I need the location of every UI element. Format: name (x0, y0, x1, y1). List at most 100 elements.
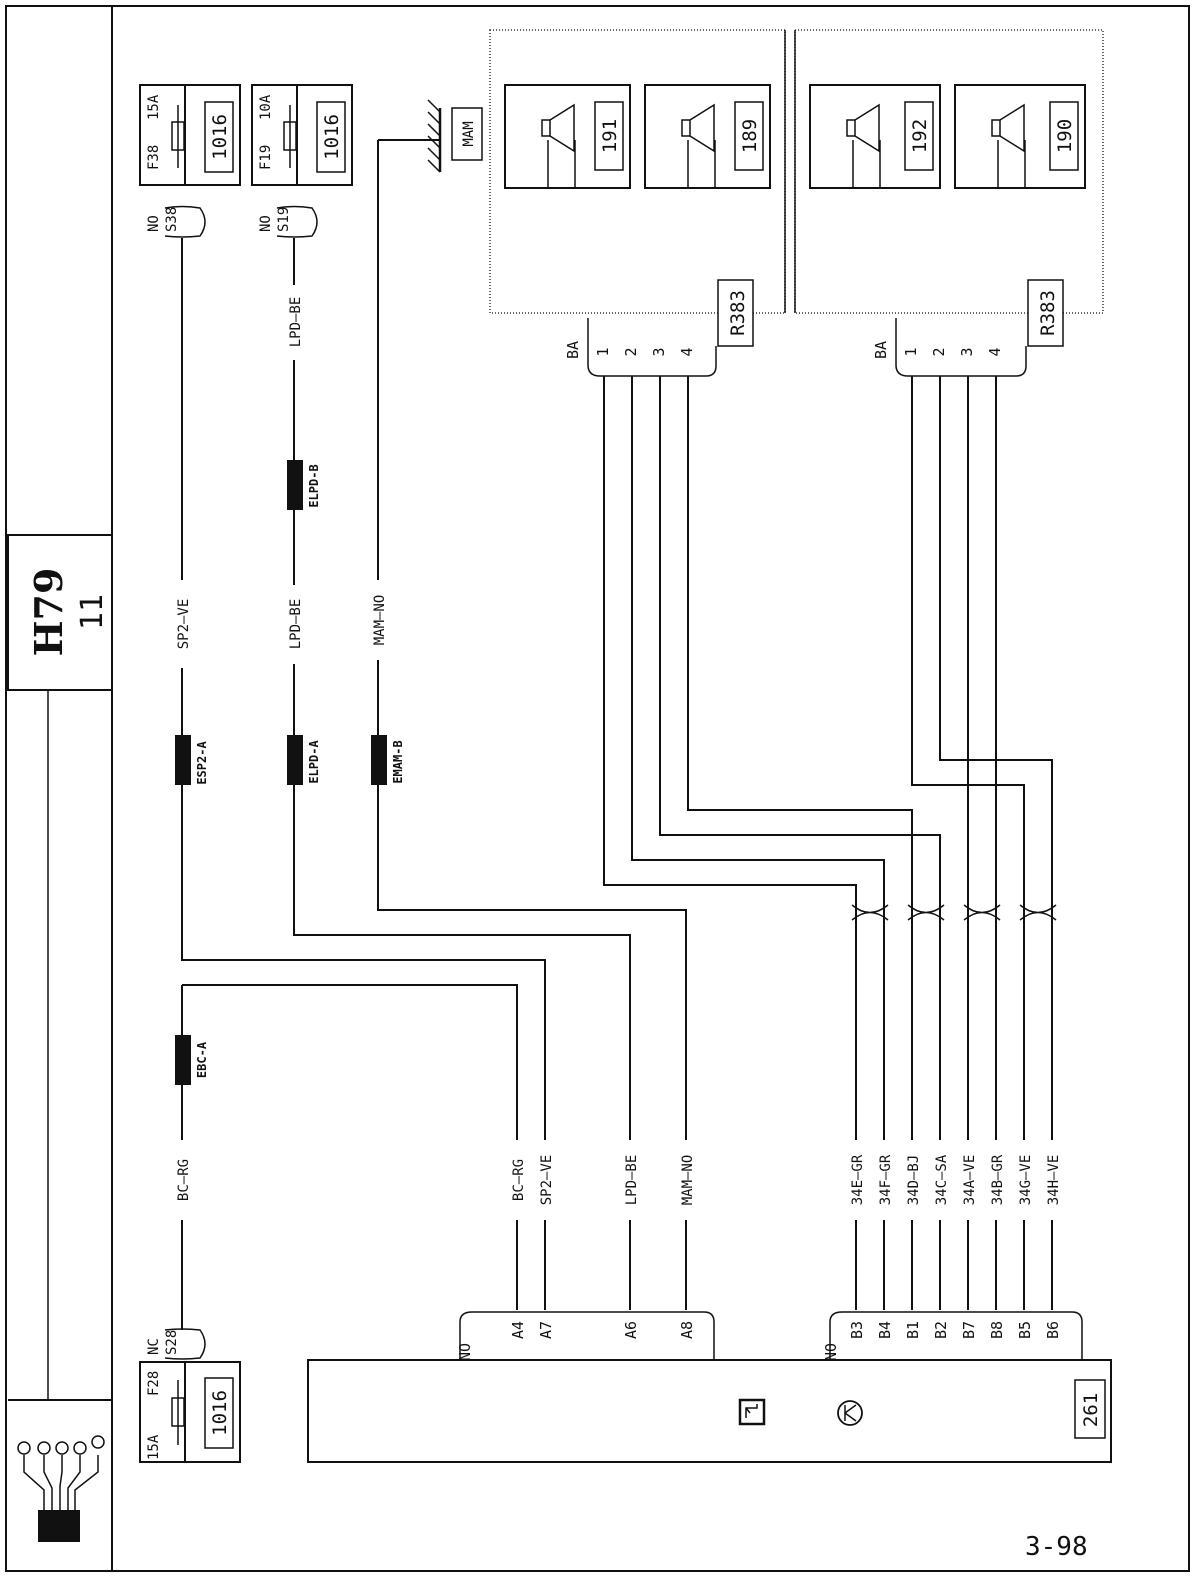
speaker-192-id: 192 (909, 119, 931, 153)
fuse-f28-id: F28 (146, 1371, 162, 1396)
connector-esp2-a-label: ESP2-A (195, 741, 209, 785)
svg-text:1: 1 (902, 347, 920, 356)
svg-text:34F—GR: 34F—GR (878, 1154, 894, 1205)
wire-mam-to-radio (377, 785, 687, 1140)
speaker-191-id: 191 (599, 119, 621, 153)
fuse-f38-splice: S38 (164, 207, 180, 232)
wire-label-lpd-top: LPD—BE (288, 297, 304, 348)
svg-text:B7: B7 (960, 1321, 978, 1339)
svg-text:34H—VE: 34H—VE (1046, 1155, 1062, 1206)
fuse-f19-wire: NO (258, 215, 274, 232)
svg-text:2: 2 (930, 347, 948, 356)
connector-elpd-a (287, 735, 303, 785)
fuse-f19: 1016 F19 10A NO S19 (251, 84, 353, 238)
speaker-module-left: 191 189 R383 BA 1 2 3 4 (489, 29, 786, 377)
ground-symbol: MAM (427, 99, 483, 173)
svg-text:34A—VE: 34A—VE (962, 1155, 978, 1206)
fuse-f38-box: 1016 (209, 114, 231, 160)
svg-text:B8: B8 (988, 1321, 1006, 1339)
svg-text:B4: B4 (876, 1321, 894, 1339)
fuse-f28-rating: 15A (146, 1434, 162, 1460)
connector-elpd-b (287, 460, 303, 510)
antenna-icon (837, 1400, 863, 1426)
radio-group-a-wire: NO (456, 1343, 474, 1361)
page-reference: 3-98 (1025, 1532, 1088, 1562)
harness-logo-icon (17, 1435, 105, 1542)
svg-text:LPD—BE: LPD—BE (624, 1155, 640, 1206)
fuse-f38-rating: 15A (146, 94, 162, 120)
fuse-f19-splice: S19 (276, 207, 292, 232)
plug-left-ref: R383 (727, 290, 749, 336)
svg-text:B6: B6 (1044, 1321, 1062, 1339)
radio-unit-261: NO A4 A7 A6 A8 NO B3 B4 B1 B2 B7 B8 B5 B… (307, 1311, 1112, 1463)
speaker-191-icon (541, 103, 576, 188)
wire-sp2-to-radio (181, 785, 546, 1140)
fuse-f19-id: F19 (258, 145, 274, 170)
wire-label-lpd-mid: LPD—BE (288, 599, 304, 650)
speaker-module-right: 192 190 R383 BA 1 2 3 4 (794, 29, 1104, 377)
wire-34e (603, 376, 857, 1140)
diagram-title: H79 (26, 568, 71, 657)
svg-text:B3: B3 (848, 1321, 866, 1339)
svg-text:A6: A6 (622, 1321, 640, 1339)
fuse-f19-box: 1016 (321, 114, 343, 160)
wire-label-mam-mid: MAM—NO (372, 595, 388, 646)
wire-lpd-to-radio (293, 785, 631, 1140)
svg-text:1: 1 (594, 347, 612, 356)
title-block: H79 11 (7, 534, 113, 1401)
wire-34c (659, 376, 941, 1140)
wire-bc-to-radio (182, 984, 518, 1140)
wire-34f (631, 376, 885, 1140)
svg-text:34B—GR: 34B—GR (990, 1154, 1006, 1205)
svg-text:34C—SA: 34C—SA (934, 1154, 950, 1205)
speaker-189-icon (681, 103, 716, 188)
svg-text:4: 4 (986, 347, 1004, 356)
svg-text:34E—GR: 34E—GR (850, 1154, 866, 1205)
plug-right-wire: BA (872, 341, 890, 359)
svg-text:2: 2 (622, 347, 640, 356)
plug-left-wire: BA (564, 341, 582, 359)
svg-text:SP2—VE: SP2—VE (539, 1155, 555, 1206)
fuse-f19-rating: 10A (258, 94, 274, 120)
wire-label-bc-left: BC—RG (176, 1159, 192, 1201)
fuse-f28-box: 1016 (209, 1390, 231, 1436)
connector-ebc-a-label: EBC-A (195, 1041, 209, 1078)
svg-text:MAM—NO: MAM—NO (680, 1155, 696, 1206)
connector-emam-b-label: EMAM-B (391, 740, 405, 783)
ground-label: MAM (461, 121, 477, 146)
sheet-number: 11 (75, 594, 110, 630)
wire-34d (687, 376, 913, 1140)
page-frame (5, 5, 1190, 1572)
speaker-189-id: 189 (739, 119, 761, 153)
speaker-190-icon (991, 103, 1026, 188)
svg-text:A4: A4 (509, 1321, 527, 1339)
fuse-f38-wire: NO (146, 215, 162, 232)
svg-text:3: 3 (650, 347, 668, 356)
fuse-f28: 1016 15A F28 NC S28 (139, 1328, 241, 1463)
svg-text:3: 3 (958, 347, 976, 356)
svg-text:4: 4 (678, 347, 696, 356)
radio-unit-id: 261 (1080, 1393, 1102, 1427)
radio-group-b-wire: NO (822, 1343, 840, 1361)
svg-text:BC—RG: BC—RG (511, 1159, 527, 1201)
connector-esp2-a (175, 735, 191, 785)
fuse-f28-splice: S28 (164, 1330, 180, 1355)
fuse-f28-wire: NC (146, 1338, 162, 1355)
wire-label-sp2-top: SP2—VE (176, 599, 192, 650)
fuse-f38: 1016 F38 15A NO S38 (139, 84, 241, 238)
svg-text:34D—BJ: 34D—BJ (906, 1155, 922, 1206)
svg-text:B5: B5 (1016, 1321, 1034, 1339)
fuse-f38-id: F38 (146, 145, 162, 170)
svg-text:A8: A8 (678, 1321, 696, 1339)
connector-elpd-a-label: ELPD-A (307, 740, 321, 784)
svg-text:B2: B2 (932, 1321, 950, 1339)
connector-elpd-b-label: ELPD-B (307, 464, 321, 507)
speaker-190-id: 190 (1054, 119, 1076, 153)
plug-right-ref: R383 (1037, 290, 1059, 336)
twisted-pair-markers (851, 904, 1057, 921)
svg-text:34G—VE: 34G—VE (1018, 1155, 1034, 1206)
svg-text:A7: A7 (537, 1321, 555, 1339)
connector-ebc-a (175, 1035, 191, 1085)
